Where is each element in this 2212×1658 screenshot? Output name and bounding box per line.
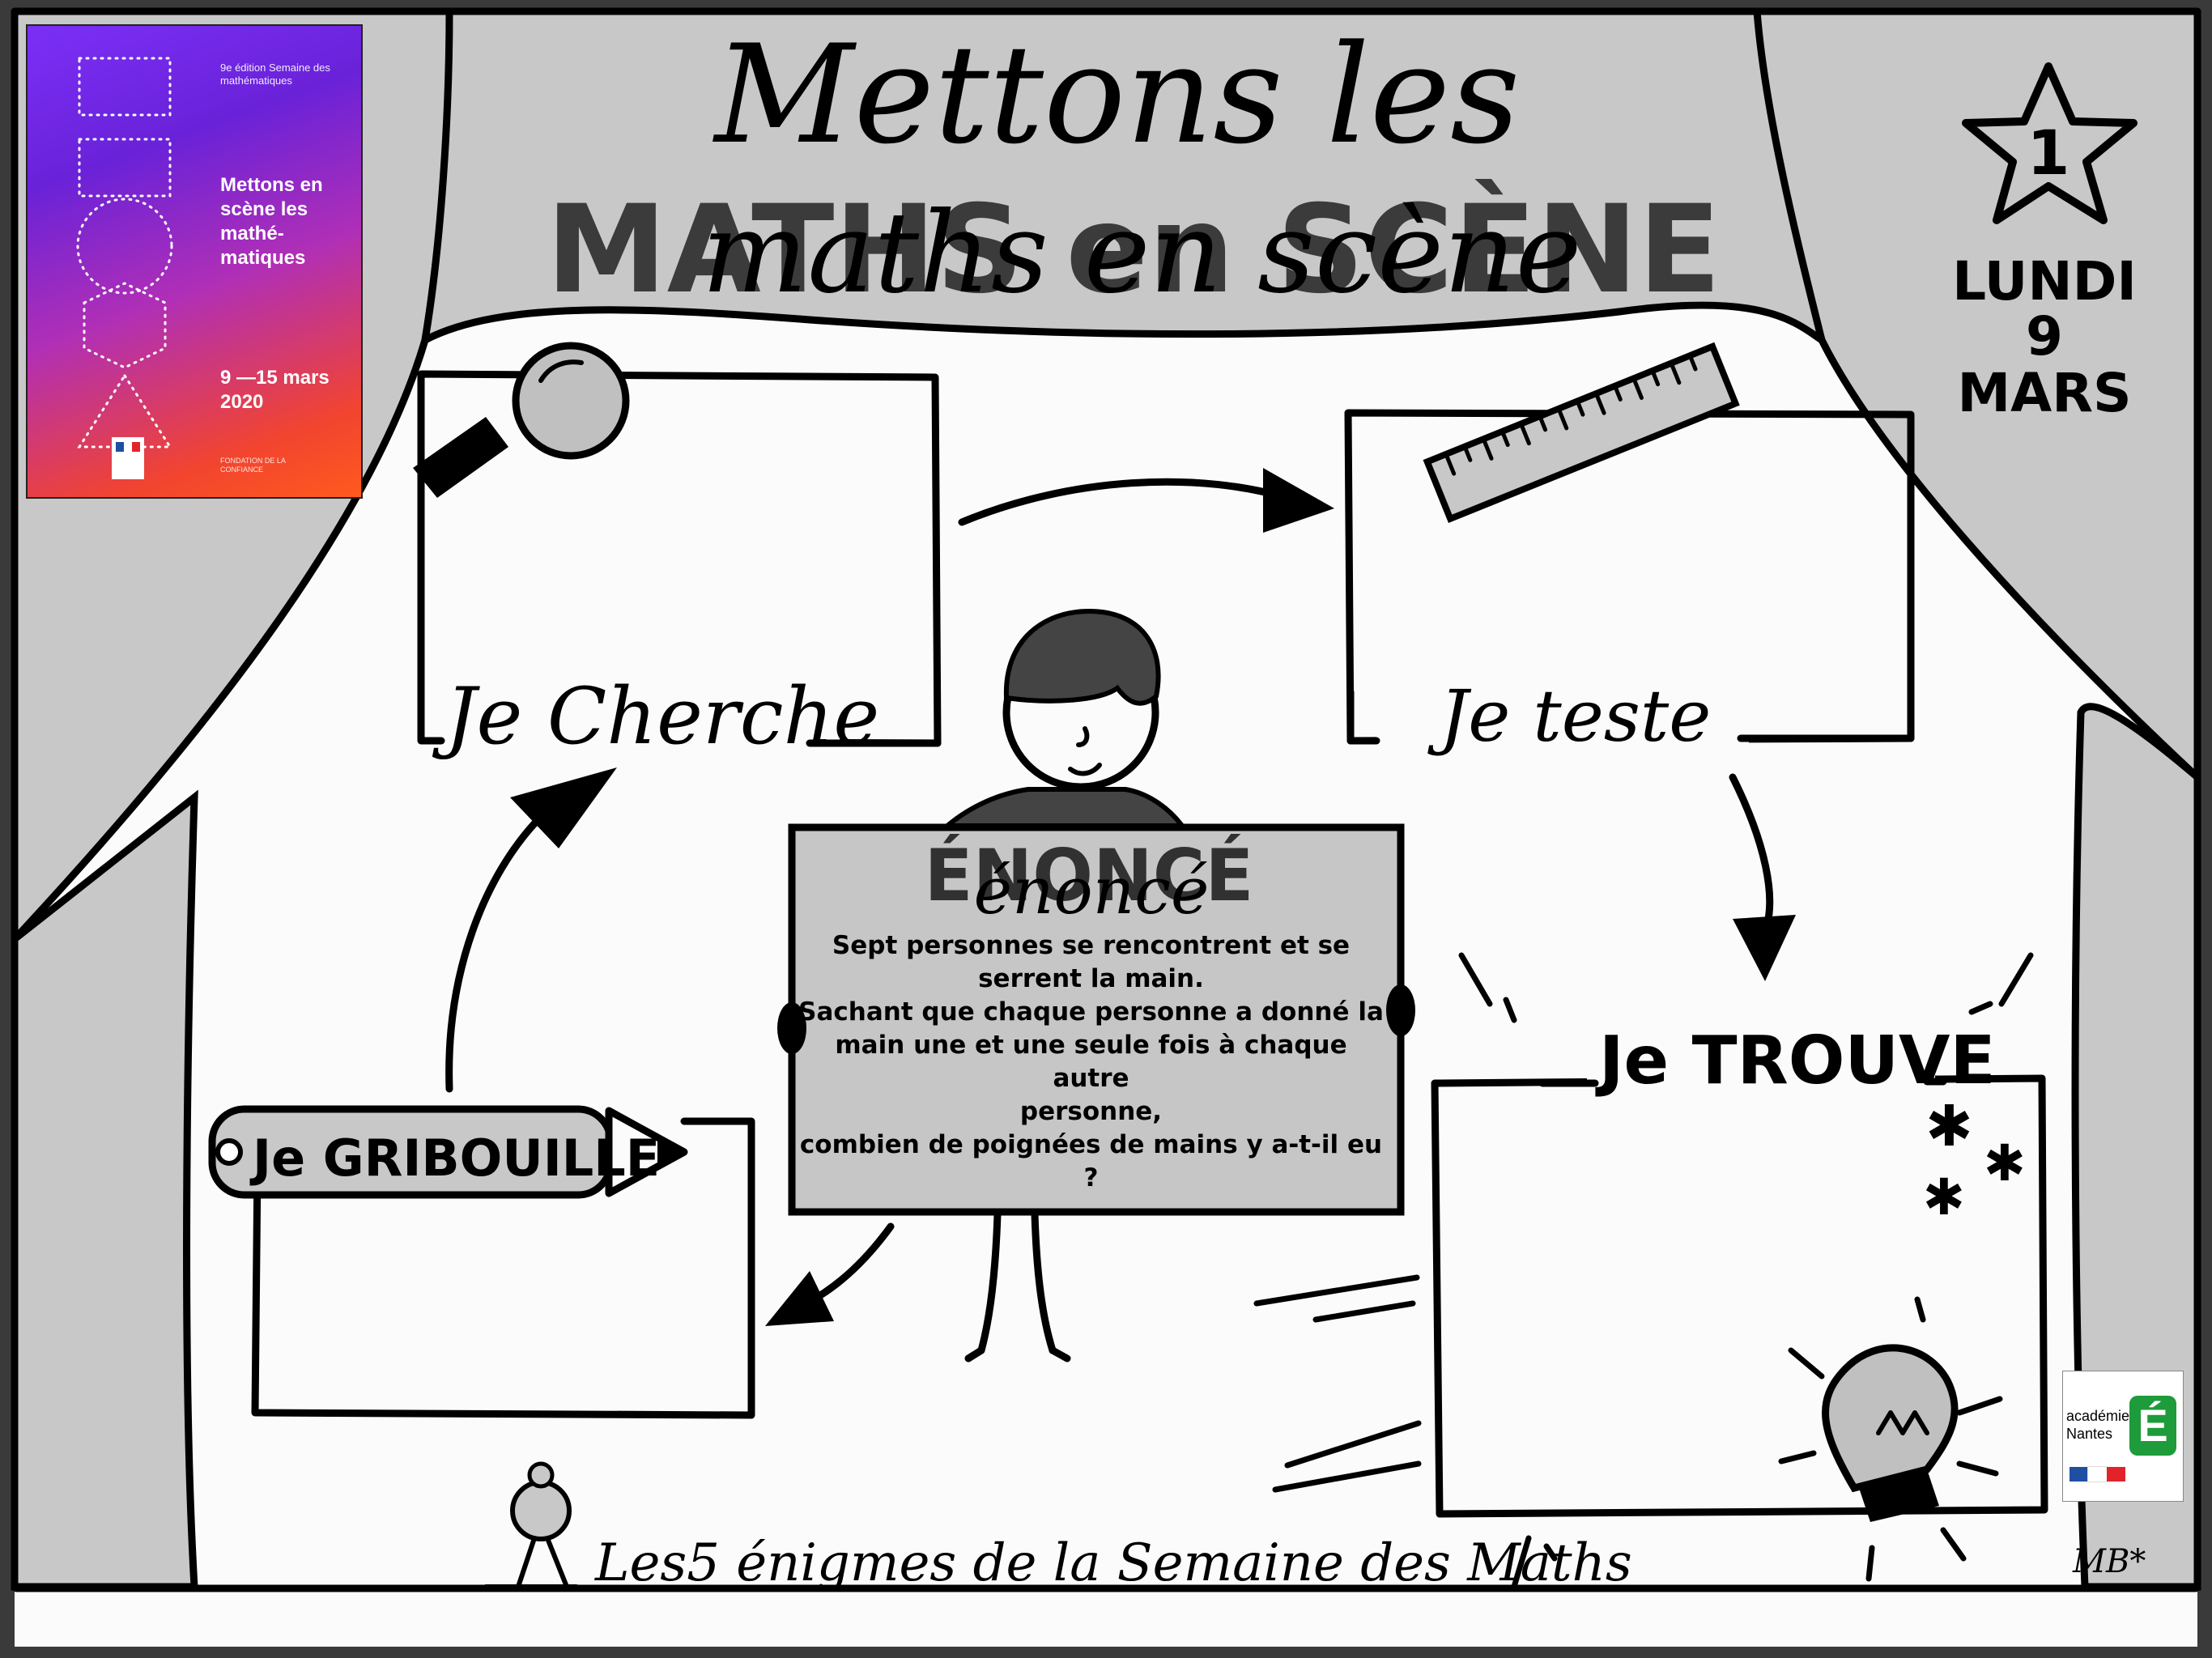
event-poster: 9e édition Semaine des mathématiques Met…	[28, 26, 361, 497]
academy-name: académie Nantes	[2066, 1408, 2130, 1442]
republic-flag-icon	[112, 437, 144, 479]
statement-line: combien de poignées de mains y a-t-il eu…	[799, 1130, 1383, 1192]
academy-logo: académie Nantes É	[2063, 1371, 2183, 1501]
motion-lines	[1253, 952, 2034, 1590]
left-hand	[777, 1002, 806, 1054]
pencil-icon	[208, 1105, 688, 1199]
statement-line: Sept personnes se rencontrent et se	[832, 931, 1351, 960]
character-small-icon	[483, 1461, 579, 1589]
day-number-badge: 1	[2027, 117, 2070, 189]
dotted-shapes-icon	[76, 57, 173, 449]
search-label: Je Cherche	[432, 671, 879, 762]
arrow-icon	[958, 468, 1334, 533]
title-shadow: MATHS en SCÈNE	[546, 179, 1721, 321]
arrow-icon	[765, 1222, 895, 1326]
sign-header-shadow: ÉNONCÉ	[925, 834, 1254, 917]
poster-dates: 9 —15 mars 2020	[220, 367, 330, 413]
poster-title: Mettons en scène les mathé-matiques	[220, 174, 323, 269]
scribble-box	[251, 1117, 755, 1419]
test-label: Je teste	[1427, 674, 1711, 758]
republic-flag-icon	[2069, 1466, 2126, 1490]
date-daynum: 9	[2026, 305, 2063, 368]
magnifier-icon	[413, 342, 630, 498]
academy-badge: É	[2129, 1396, 2176, 1456]
star-icon	[1962, 62, 2138, 224]
character	[940, 608, 1188, 1363]
statement-line: main une et une seule fois à chaque autr…	[835, 1031, 1347, 1093]
sparkle-icon: ✱	[1925, 1093, 1973, 1159]
sign-header: énoncé	[974, 853, 1210, 929]
scribble-label: Je GRIBOUILLE	[249, 1129, 660, 1188]
statement-line: serrent la main.	[978, 964, 1204, 993]
date-month: MARS	[1957, 362, 2131, 424]
find-label: Je TROUVE	[1595, 1022, 1996, 1099]
footer-caption: Les5 énigmes de la Semaine des Maths	[594, 1533, 1632, 1593]
statement-line: Sachant que chaque personne a donné la	[798, 997, 1384, 1027]
ruler-icon	[1423, 342, 1740, 524]
poster-partner: FONDATION DE LA CONFIANCE	[220, 457, 286, 474]
statement-line: personne,	[1019, 1097, 1163, 1126]
poster-edition: 9e édition Semaine des mathématiques	[220, 62, 330, 87]
lightbulb-icon	[1778, 1296, 2003, 1582]
top-valance	[421, 7, 1826, 344]
title-line-2: maths en scène	[702, 188, 1582, 318]
sparkle-icon: ✱	[1984, 1133, 2026, 1192]
statement-text: Sept personnes se rencontrent et se serr…	[798, 929, 1385, 1195]
arrow-icon	[1729, 773, 1796, 981]
right-hand	[1386, 984, 1415, 1036]
date-day: LUNDI	[1952, 250, 2137, 312]
left-wing	[11, 789, 198, 1591]
sparkle-icon: ✱	[1923, 1167, 1965, 1226]
arrow-icon	[445, 767, 617, 1093]
author-signature: MB*	[2073, 1543, 2146, 1580]
title-line-1: Mettons les	[713, 15, 1521, 174]
